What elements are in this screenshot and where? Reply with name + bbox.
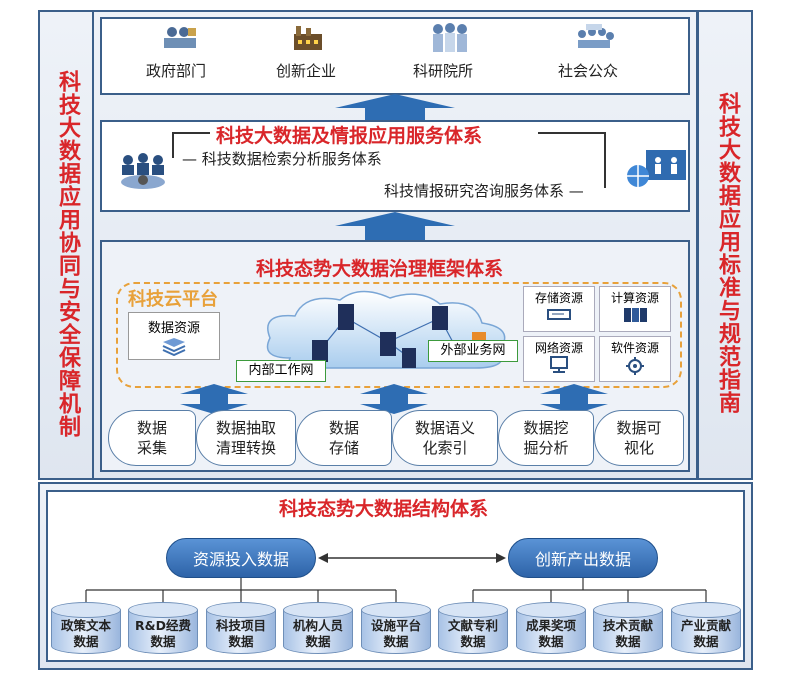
step-store: 数据存储 xyxy=(296,410,392,466)
cylinder-staff: 机构人员数据 xyxy=(283,602,353,658)
cylinder-tech-contrib: 技术贡献数据 xyxy=(593,602,663,658)
up-arrow-1 xyxy=(335,94,455,122)
server-rack-icon xyxy=(600,306,670,327)
double-arrow-1 xyxy=(178,384,250,414)
governance-title: 科技态势大数据治理框架体系 xyxy=(256,258,504,280)
service-title-line-left xyxy=(172,132,210,134)
cylinder-rd: R&D经费数据 xyxy=(128,602,198,658)
network-people-icon xyxy=(626,148,688,192)
right-side-panel xyxy=(697,10,753,480)
researchers-icon xyxy=(428,22,472,54)
user-research: 科研院所 xyxy=(413,62,474,80)
service-sub2: 科技情报研究咨询服务体系 — xyxy=(384,182,584,200)
server-icon xyxy=(524,306,594,325)
user-gov: 政府部门 xyxy=(146,62,207,80)
cylinder-literature: 文献专利数据 xyxy=(438,602,508,658)
input-data-oval: 资源投入数据 xyxy=(166,538,316,578)
step-visualize: 数据可视化 xyxy=(594,410,684,466)
cylinder-policy: 政策文本数据 xyxy=(51,602,121,658)
cylinder-awards: 成果奖项数据 xyxy=(516,602,586,658)
gear-icon xyxy=(600,356,670,379)
external-net-label: 外部业务网 xyxy=(428,340,518,362)
cylinder-projects: 科技项目数据 xyxy=(206,602,276,658)
user-public: 社会公众 xyxy=(558,62,619,80)
left-side-title: 科技大数据应用协同与安全保障机制 xyxy=(55,70,81,438)
public-icon xyxy=(572,22,616,54)
line-vertical-right xyxy=(604,132,606,188)
gov-icon xyxy=(162,24,198,50)
service-title-line-right xyxy=(538,132,606,134)
bidirectional-arrow xyxy=(318,550,506,566)
left-side-panel xyxy=(38,10,98,480)
double-arrow-3 xyxy=(538,384,610,414)
cylinder-facilities: 设施平台数据 xyxy=(361,602,431,658)
monitor-icon xyxy=(524,356,594,377)
right-side-title: 科技大数据应用标准与规范指南 xyxy=(715,92,741,414)
software-resource-box: 软件资源 xyxy=(599,336,671,382)
step-collect: 数据采集 xyxy=(108,410,196,466)
up-arrow-2 xyxy=(335,212,455,240)
output-data-oval: 创新产出数据 xyxy=(508,538,658,578)
tree-lines xyxy=(46,578,745,604)
double-arrow-2 xyxy=(358,384,430,414)
service-sub1: — 科技数据检索分析服务体系 xyxy=(182,150,382,168)
database-stack-icon xyxy=(161,338,187,357)
compute-resource-box: 计算资源 xyxy=(599,286,671,332)
cylinder-industry-contrib: 产业贡献数据 xyxy=(671,602,741,658)
step-mining: 数据挖掘分析 xyxy=(498,410,594,466)
cloud-platform-title: 科技云平台 xyxy=(128,289,218,310)
structure-title: 科技态势大数据结构体系 xyxy=(279,498,489,520)
factory-icon xyxy=(290,24,326,52)
data-resource-box: 数据资源 xyxy=(128,312,220,360)
network-resource-box: 网络资源 xyxy=(523,336,595,382)
service-box xyxy=(100,120,690,212)
step-index: 数据语义化索引 xyxy=(392,410,498,466)
step-etl: 数据抽取清理转换 xyxy=(196,410,296,466)
internal-net-label: 内部工作网 xyxy=(236,360,326,382)
user-enterprise: 创新企业 xyxy=(276,62,337,80)
storage-resource-box: 存储资源 xyxy=(523,286,595,332)
service-title: 科技大数据及情报应用服务体系 xyxy=(216,125,483,147)
line-vertical-left xyxy=(172,132,174,158)
team-icon xyxy=(116,150,170,192)
